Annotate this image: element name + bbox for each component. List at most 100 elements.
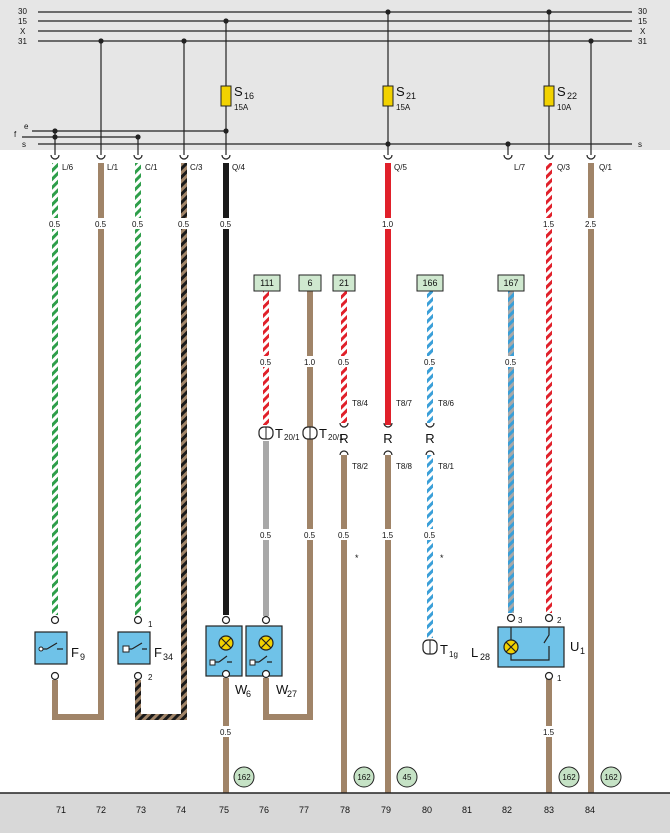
fuse-s22: S 22 10A [543, 84, 577, 112]
bus-15-label: 15 [18, 17, 27, 26]
fuse-s16: S 16 15A [220, 84, 254, 112]
svg-text:0.5: 0.5 [260, 531, 272, 540]
svg-text:6: 6 [246, 689, 251, 699]
svg-text:10A: 10A [557, 103, 572, 112]
svg-text:1.5: 1.5 [543, 728, 555, 737]
svg-text:S: S [396, 84, 405, 99]
svg-text:20/1: 20/1 [284, 433, 300, 442]
svg-text:T8/2: T8/2 [352, 462, 369, 471]
svg-text:1.0: 1.0 [382, 220, 394, 229]
svg-text:C/3: C/3 [190, 163, 203, 172]
svg-text:22: 22 [567, 91, 577, 101]
wire-73-loop [135, 680, 141, 720]
svg-text:0.5: 0.5 [424, 358, 436, 367]
svg-text:0.5: 0.5 [505, 358, 517, 367]
svg-text:S: S [557, 84, 566, 99]
svg-text:W: W [235, 682, 248, 697]
svg-text:72: 72 [96, 805, 106, 815]
bus-31-label: 31 [18, 37, 27, 46]
wire-84 [588, 163, 594, 793]
svg-text:84: 84 [585, 805, 595, 815]
relay-80-label: R [425, 431, 434, 446]
svg-text:C/1: C/1 [145, 163, 158, 172]
svg-text:L/6: L/6 [62, 163, 74, 172]
svg-text:0.5: 0.5 [95, 220, 107, 229]
svg-text:16: 16 [244, 91, 254, 101]
svg-text:0.5: 0.5 [220, 728, 232, 737]
svg-text:74: 74 [176, 805, 186, 815]
pin-labels: T8/4 T8/7 T8/6 T8/2 T8/8 T8/1 [352, 399, 455, 471]
wire-76-77-bottom [263, 714, 313, 720]
svg-text:1.5: 1.5 [382, 531, 394, 540]
svg-text:15A: 15A [234, 103, 249, 112]
switch-f9: F 9 [34, 615, 85, 681]
busbar-labels: 30 15 X 31 30 15 X 31 e f s s [14, 7, 647, 149]
ref-box-6: 6 [298, 274, 322, 292]
wire-80-bottom [427, 455, 433, 638]
bus-x-label-right: X [640, 27, 646, 36]
svg-text:Q/4: Q/4 [232, 163, 245, 172]
svg-text:76: 76 [259, 805, 269, 815]
svg-text:111: 111 [260, 278, 274, 288]
svg-text:75: 75 [219, 805, 229, 815]
svg-text:L/1: L/1 [107, 163, 119, 172]
svg-text:1.5: 1.5 [543, 220, 555, 229]
svg-text:82: 82 [502, 805, 512, 815]
line-e-label: e [24, 122, 29, 131]
wire-77 [307, 291, 313, 720]
svg-text:L/7: L/7 [514, 163, 526, 172]
lamp-w6: W 6 [205, 615, 251, 699]
junction-dots [52, 9, 594, 147]
svg-text:0.5: 0.5 [338, 358, 350, 367]
svg-text:28: 28 [480, 652, 490, 662]
wire-83-top [546, 163, 552, 613]
wire-79-bottom [385, 455, 391, 793]
line-s-label: s [22, 140, 26, 149]
wire-71-72-bottom [52, 714, 104, 720]
svg-text:9: 9 [80, 652, 85, 662]
asterisk-80: * [440, 553, 444, 563]
t20-connector-76: T 20/1 [258, 426, 300, 442]
relay-connectors [339, 422, 435, 456]
wire-72 [98, 163, 104, 720]
top-panel-bg [0, 0, 670, 150]
svg-text:T8/8: T8/8 [396, 462, 413, 471]
svg-text:73: 73 [136, 805, 146, 815]
svg-text:T8/6: T8/6 [438, 399, 455, 408]
svg-text:0.5: 0.5 [338, 531, 350, 540]
svg-text:15A: 15A [396, 103, 411, 112]
svg-text:2: 2 [148, 673, 153, 682]
wire-76-loop [263, 678, 269, 720]
connector-labels: L/6 L/1 C/1 C/3 Q/4 Q/5 L/7 Q/3 Q/1 [62, 163, 612, 172]
svg-text:W: W [276, 682, 289, 697]
svg-text:79: 79 [381, 805, 391, 815]
svg-text:6: 6 [307, 278, 312, 288]
ref-box-21: 21 [332, 274, 356, 292]
svg-text:34: 34 [163, 652, 173, 662]
svg-text:1: 1 [148, 620, 153, 629]
svg-text:T: T [440, 642, 448, 657]
svg-text:T: T [319, 426, 327, 441]
ground-refs: 162 162 45 162 162 [233, 766, 622, 788]
bus-30-label-right: 30 [638, 7, 647, 16]
svg-text:T8/1: T8/1 [438, 462, 455, 471]
line-s-label-right: s [638, 140, 642, 149]
relay-79-label: R [383, 431, 392, 446]
svg-text:0.5: 0.5 [260, 358, 272, 367]
busbars [38, 11, 632, 145]
svg-text:45: 45 [403, 773, 412, 782]
svg-text:81: 81 [462, 805, 472, 815]
svg-text:F: F [71, 645, 79, 660]
connector-cups [50, 154, 596, 160]
svg-text:T: T [275, 426, 283, 441]
bus-x-label: X [20, 27, 26, 36]
switch-f34: 1 2 F 34 [117, 615, 173, 682]
svg-text:L: L [471, 645, 478, 660]
svg-text:71: 71 [56, 805, 66, 815]
wire-71-loop [52, 680, 58, 720]
bus-15-label-right: 15 [638, 17, 647, 26]
svg-text:1: 1 [557, 674, 562, 683]
svg-text:0.5: 0.5 [220, 220, 232, 229]
svg-text:162: 162 [357, 773, 371, 782]
svg-text:21: 21 [406, 91, 416, 101]
